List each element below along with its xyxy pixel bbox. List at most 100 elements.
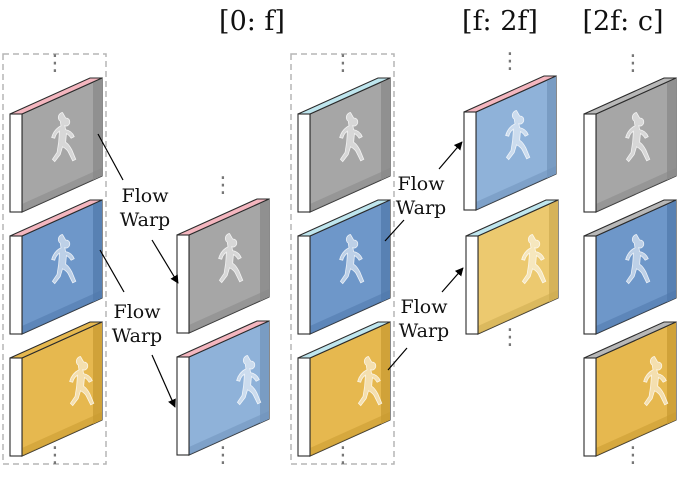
ellipsis: ⋮ bbox=[332, 51, 354, 76]
connector-line bbox=[97, 133, 124, 181]
card-face-edge bbox=[93, 78, 102, 180]
runner-silhouette bbox=[69, 356, 95, 407]
mid-blue-map bbox=[297, 199, 391, 335]
header-slice-0-f: [0: f] bbox=[219, 6, 285, 37]
card-front bbox=[9, 357, 23, 457]
runner-silhouette bbox=[521, 234, 547, 285]
header-slice-2f-c: [2f: c] bbox=[582, 6, 663, 37]
ellipsis: ⋮ bbox=[212, 443, 234, 468]
card-face-edge bbox=[667, 78, 676, 180]
card-face-lip bbox=[189, 411, 269, 455]
flow-warp-arrow bbox=[438, 141, 463, 170]
flow-warp-label-1: Flow Warp bbox=[120, 185, 170, 231]
col4-gold-map bbox=[465, 199, 559, 335]
flow-label: Flow bbox=[122, 185, 170, 207]
col5-blue-map bbox=[583, 199, 677, 335]
dashed-group-box-left bbox=[2, 53, 107, 465]
ellipsis: ⋮ bbox=[44, 51, 66, 76]
flow-label: Flow bbox=[398, 173, 446, 195]
card-face-lip bbox=[310, 412, 390, 456]
runner-silhouette bbox=[339, 234, 365, 285]
card-face-edge bbox=[260, 321, 269, 423]
runner-silhouette bbox=[357, 356, 383, 407]
flow-warp-arrow bbox=[151, 239, 179, 284]
flow-warp-arrow bbox=[441, 267, 464, 293]
card-face-lip bbox=[22, 412, 102, 456]
card-face-edge bbox=[93, 200, 102, 302]
card-front bbox=[176, 356, 190, 456]
runner-silhouette bbox=[505, 110, 531, 161]
card-face-edge bbox=[667, 200, 676, 302]
card-face-edge bbox=[381, 200, 390, 302]
card-front bbox=[583, 235, 597, 335]
runner-silhouette bbox=[51, 234, 77, 285]
card-face-lip bbox=[189, 289, 269, 333]
card-front bbox=[176, 234, 190, 334]
ellipsis: ⋮ bbox=[212, 173, 234, 198]
card-face-edge bbox=[260, 199, 269, 301]
warp-label: Warp bbox=[399, 320, 449, 342]
mid-gold-map bbox=[297, 321, 391, 457]
card-front bbox=[9, 113, 23, 213]
card-face-lip bbox=[310, 290, 390, 334]
ellipsis: ⋮ bbox=[332, 443, 354, 468]
card-front bbox=[463, 111, 477, 211]
connectors bbox=[97, 133, 464, 408]
card-front bbox=[465, 235, 479, 335]
flow-label: Flow bbox=[401, 296, 449, 318]
runner-silhouette bbox=[339, 112, 365, 163]
runner-silhouette bbox=[625, 234, 651, 285]
card-face-edge bbox=[381, 78, 390, 180]
warp-label: Warp bbox=[120, 209, 170, 231]
card-front bbox=[297, 235, 311, 335]
runner-silhouette bbox=[625, 112, 651, 163]
connector-line bbox=[387, 347, 408, 371]
runner-silhouette bbox=[51, 112, 77, 163]
flow-warp-label-2: Flow Warp bbox=[112, 301, 162, 347]
ellipsis: ⋮ bbox=[622, 443, 644, 468]
col5-gray-map bbox=[583, 77, 677, 213]
warp-label: Warp bbox=[112, 325, 162, 347]
card-face-lip bbox=[476, 166, 556, 210]
card-front bbox=[583, 357, 597, 457]
ellipsis: ⋮ bbox=[499, 49, 521, 74]
dashed-group-box-middle bbox=[290, 53, 395, 465]
card-face-edge bbox=[549, 200, 558, 302]
card-face-lip bbox=[310, 168, 390, 212]
card-front bbox=[583, 113, 597, 213]
mid-gray-map bbox=[297, 77, 391, 213]
connector-line bbox=[99, 249, 125, 293]
left-gold-map bbox=[9, 321, 103, 457]
card-front bbox=[297, 357, 311, 457]
ellipsis: ⋮ bbox=[622, 51, 644, 76]
card-face-lip bbox=[22, 168, 102, 212]
card-face-edge bbox=[667, 322, 676, 424]
warped-blue-map bbox=[176, 320, 270, 456]
card-face-edge bbox=[93, 322, 102, 424]
card-face-lip bbox=[478, 290, 558, 334]
flow-warp-label-4: Flow Warp bbox=[399, 296, 449, 342]
flow-label: Flow bbox=[114, 301, 162, 323]
warped-gray-map bbox=[176, 198, 270, 334]
flow-warp-arrow bbox=[151, 354, 176, 408]
card-face-lip bbox=[22, 290, 102, 334]
flow-warp-label-3: Flow Warp bbox=[396, 173, 446, 219]
card-face-edge bbox=[381, 322, 390, 424]
runner-silhouette bbox=[218, 233, 244, 284]
col5-gold-map bbox=[583, 321, 677, 457]
header-slice-f-2f: [f: 2f] bbox=[462, 6, 538, 37]
left-blue-map bbox=[9, 199, 103, 335]
card-front bbox=[9, 235, 23, 335]
card-face-edge bbox=[547, 76, 556, 178]
feature-maps: ⋮⋮⋮⋮⋮⋮⋮⋮⋮⋮ bbox=[9, 49, 677, 468]
card-face-lip bbox=[596, 290, 676, 334]
card-front bbox=[297, 113, 311, 213]
ellipsis: ⋮ bbox=[44, 443, 66, 468]
warp-label: Warp bbox=[396, 197, 446, 219]
card-face-lip bbox=[596, 412, 676, 456]
runner-silhouette bbox=[643, 356, 669, 407]
connector-line bbox=[384, 219, 405, 242]
card-face-lip bbox=[596, 168, 676, 212]
runner-silhouette bbox=[236, 355, 262, 406]
